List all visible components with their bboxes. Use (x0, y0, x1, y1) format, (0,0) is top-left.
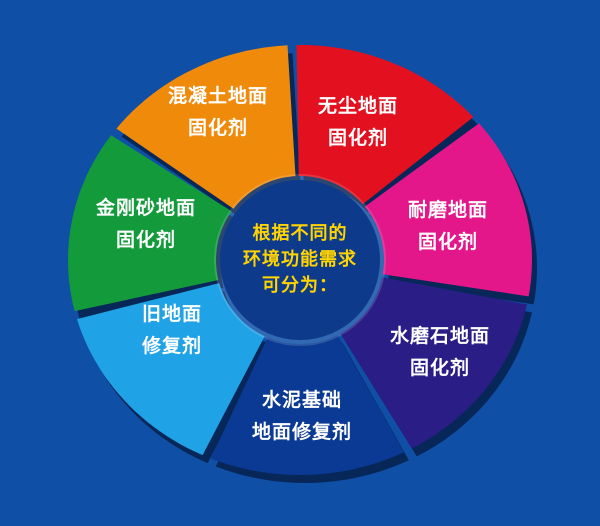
center-caption-line: 根据不同的 (252, 223, 348, 244)
segment-label-line: 地面修复剂 (251, 421, 352, 443)
segment-label-line: 无尘地面 (317, 95, 398, 117)
center-caption-line: 可分为： (262, 275, 338, 296)
segment-label-line: 水磨石地面 (389, 325, 490, 347)
segment-label-wear-resistant: 耐磨地面 固化剂 (378, 194, 518, 258)
segment-label-cement-repair: 水泥基础 地面修复剂 (232, 384, 372, 448)
segment-wedge (340, 277, 527, 449)
segment-wedge (68, 135, 232, 312)
segment-wedge (76, 283, 265, 456)
center-hub (220, 180, 380, 340)
segment-label-line: 修复剂 (141, 335, 202, 357)
segment-wedge (296, 45, 474, 205)
segment-wedge (116, 45, 296, 209)
segment-label-concrete: 混凝土地面 固化剂 (148, 80, 288, 144)
center-caption: 根据不同的 环境功能需求 可分为： (220, 221, 380, 299)
segment-wedge (210, 335, 404, 475)
segment-label-line: 固化剂 (409, 357, 470, 379)
segment-label-line: 金刚砂地面 (95, 197, 196, 219)
segment-label-line: 旧地面 (141, 303, 202, 325)
segment-label-line: 固化剂 (327, 127, 388, 149)
segment-label-line: 固化剂 (115, 229, 176, 251)
segment-label-emery: 金刚砂地面 固化剂 (76, 192, 216, 256)
segment-label-line: 固化剂 (417, 231, 478, 253)
segment-wedge (364, 123, 532, 297)
segment-label-dust-free: 无尘地面 固化剂 (288, 90, 428, 154)
segment-label-terrazzo: 水磨石地面 固化剂 (370, 320, 510, 384)
segment-label-old-floor-repair: 旧地面 修复剂 (102, 298, 242, 362)
segment-label-line: 耐磨地面 (407, 199, 488, 221)
segment-label-line: 水泥基础 (261, 389, 342, 411)
segment-label-line: 固化剂 (187, 117, 248, 139)
center-caption-line: 环境功能需求 (243, 249, 357, 270)
segment-label-line: 混凝土地面 (167, 85, 268, 107)
